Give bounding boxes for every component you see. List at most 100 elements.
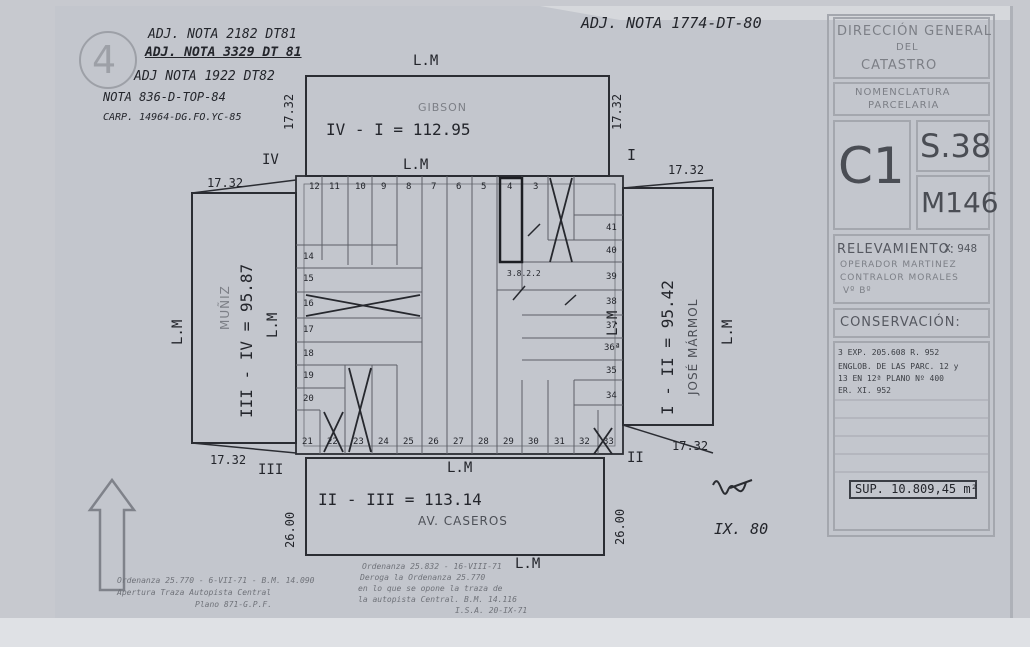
parcel-7: 7 bbox=[431, 182, 437, 192]
nomenclatura-box bbox=[833, 82, 990, 116]
signature-icon bbox=[712, 479, 753, 495]
catastro-title-1: DIRECCIÓN GENERAL bbox=[837, 24, 993, 39]
side-north: IV - I = 112.95 bbox=[326, 120, 471, 139]
manzana: M146 bbox=[921, 186, 999, 219]
conservacion-box bbox=[833, 308, 990, 338]
cons-line-2: ENGLOB. DE LAS PARC. 12 y bbox=[838, 362, 959, 371]
vertex-i: I bbox=[627, 146, 637, 164]
relevamiento-value: X 948 bbox=[944, 242, 978, 255]
parcel-10: 10 bbox=[355, 182, 366, 192]
parcel-18: 18 bbox=[303, 349, 314, 359]
parcel-32: 32 bbox=[579, 437, 590, 447]
footnote-left-2: Apertura Traza Autopista Central bbox=[117, 588, 272, 597]
seccion-box bbox=[916, 120, 990, 172]
parcel-33: 33 bbox=[603, 437, 614, 447]
parcel-4: 4 bbox=[507, 182, 513, 192]
parcel-35: 35 bbox=[606, 366, 617, 376]
relevamiento-label: RELEVAMIENTO: bbox=[837, 242, 955, 257]
parcel-12: 12 bbox=[309, 182, 320, 192]
note-1: ADJ. NOTA 2182 DT81 bbox=[148, 27, 297, 42]
parcel-27: 27 bbox=[453, 437, 464, 447]
parcel-3: 3 bbox=[533, 182, 539, 192]
parcel-25: 25 bbox=[403, 437, 414, 447]
footnote-mid-3: en lo que se opone la traza de bbox=[358, 584, 503, 593]
nomenclatura-1: NOMENCLATURA bbox=[855, 87, 951, 98]
dim-sw: 17.32 bbox=[210, 453, 247, 467]
nomenclatura-2: PARCELARIA bbox=[868, 100, 940, 111]
superficie-box bbox=[849, 480, 977, 499]
parcel-40: 40 bbox=[606, 246, 617, 256]
catastro-title-2: DEL bbox=[896, 42, 919, 53]
parcel-17: 17 bbox=[303, 325, 314, 335]
parcel-21: 21 bbox=[302, 437, 313, 447]
lm-south-inner: L.M bbox=[447, 460, 473, 476]
cons-line-1: 3 EXP. 205.608 R. 952 bbox=[838, 348, 940, 357]
north-arrow-icon bbox=[87, 477, 137, 592]
visto-bueno: Vº Bº bbox=[843, 286, 872, 296]
circ-box bbox=[833, 120, 911, 230]
footnote-mid-2: Deroga la Ordenanza 25.770 bbox=[360, 573, 486, 582]
street-south: AV. CASEROS bbox=[418, 514, 508, 528]
parcel-20: 20 bbox=[303, 394, 314, 404]
parcel-15: 15 bbox=[303, 274, 314, 284]
conservacion-entries bbox=[833, 341, 990, 531]
parcel-38: 38 bbox=[606, 297, 617, 307]
parcel-5: 5 bbox=[481, 182, 487, 192]
parcel-9: 9 bbox=[381, 182, 387, 192]
cons-line-3: 13 EN 12ª PLANO Nº 400 bbox=[838, 374, 944, 383]
parcel-24: 24 bbox=[378, 437, 389, 447]
footnote-left-1: Ordenanza 25.770 - 6-VII-71 - B.M. 14.09… bbox=[117, 576, 315, 585]
parcel-8: 8 bbox=[406, 182, 412, 192]
parcel-11: 11 bbox=[329, 182, 340, 192]
parcel-34: 34 bbox=[606, 391, 617, 401]
parcel-3822: 3.8.2.2 bbox=[507, 269, 541, 278]
signature-date: IX. 80 bbox=[714, 520, 769, 538]
footnote-mid-1: Ordenanza 25.832 - 16-VIII-71 bbox=[362, 562, 502, 571]
parcel-31: 31 bbox=[554, 437, 565, 447]
parcel-26: 26 bbox=[428, 437, 439, 447]
vertex-ii: II bbox=[627, 450, 644, 466]
plan-paper bbox=[55, 6, 1013, 618]
parcel-41: 41 bbox=[606, 223, 617, 233]
street-north: GIBSON bbox=[418, 101, 467, 114]
note-3: ADJ NOTA 1922 DT82 bbox=[134, 69, 275, 84]
bottom-margin bbox=[0, 618, 1030, 647]
footnote-mid-5: I.S.A. 20-IX-71 bbox=[455, 606, 528, 615]
catastro-title-3: CATASTRO bbox=[861, 58, 938, 73]
vertex-iv: IV bbox=[262, 152, 279, 168]
note-5: CARP. 14964-DG.FO.YC-85 bbox=[103, 112, 242, 123]
page-number: 4 bbox=[92, 38, 118, 82]
footnote-mid-4: la autopista Central. B.M. 14.116 bbox=[358, 595, 517, 604]
contralor: CONTRALOR MORALES bbox=[840, 273, 959, 283]
catastro-panel bbox=[827, 14, 995, 537]
cons-line-4: ER. XI. 952 bbox=[838, 386, 891, 395]
parcel-28: 28 bbox=[478, 437, 489, 447]
lm-north-inner: L.M bbox=[403, 157, 429, 173]
note-4: NOTA 836-D-TOP-84 bbox=[103, 90, 226, 104]
lm-south: L.M bbox=[515, 556, 541, 572]
vertex-iii: III bbox=[258, 462, 284, 478]
parcel-16: 16 bbox=[303, 299, 314, 309]
footnote-left-3: Plano 871-G.P.F. bbox=[195, 600, 273, 609]
parcel-36a: 36ª bbox=[604, 343, 621, 353]
parcel-6: 6 bbox=[456, 182, 462, 192]
catastro-title-box bbox=[833, 17, 990, 79]
manzana-box bbox=[916, 175, 990, 230]
lm-north: L.M bbox=[413, 53, 439, 69]
parcel-22: 22 bbox=[327, 437, 338, 447]
parcel-14: 14 bbox=[303, 252, 314, 262]
dim-ne: 17.32 bbox=[668, 163, 705, 177]
parcel-23: 23 bbox=[353, 437, 364, 447]
operador: OPERADOR MARTINEZ bbox=[840, 260, 957, 270]
dim-se: 17.32 bbox=[672, 439, 709, 453]
parcel-29: 29 bbox=[503, 437, 514, 447]
top-right-note: ADJ. NOTA 1774-DT-80 bbox=[581, 14, 762, 32]
page-number-circle bbox=[79, 31, 137, 89]
superficie: SUP. 10.809,45 m² bbox=[855, 482, 978, 496]
conservacion-label: CONSERVACIÓN: bbox=[840, 315, 961, 330]
side-south: II - III = 113.14 bbox=[318, 490, 482, 509]
note-2: ADJ. NOTA 3329 DT 81 bbox=[145, 45, 302, 60]
circunscripcion: C1 bbox=[838, 137, 905, 195]
